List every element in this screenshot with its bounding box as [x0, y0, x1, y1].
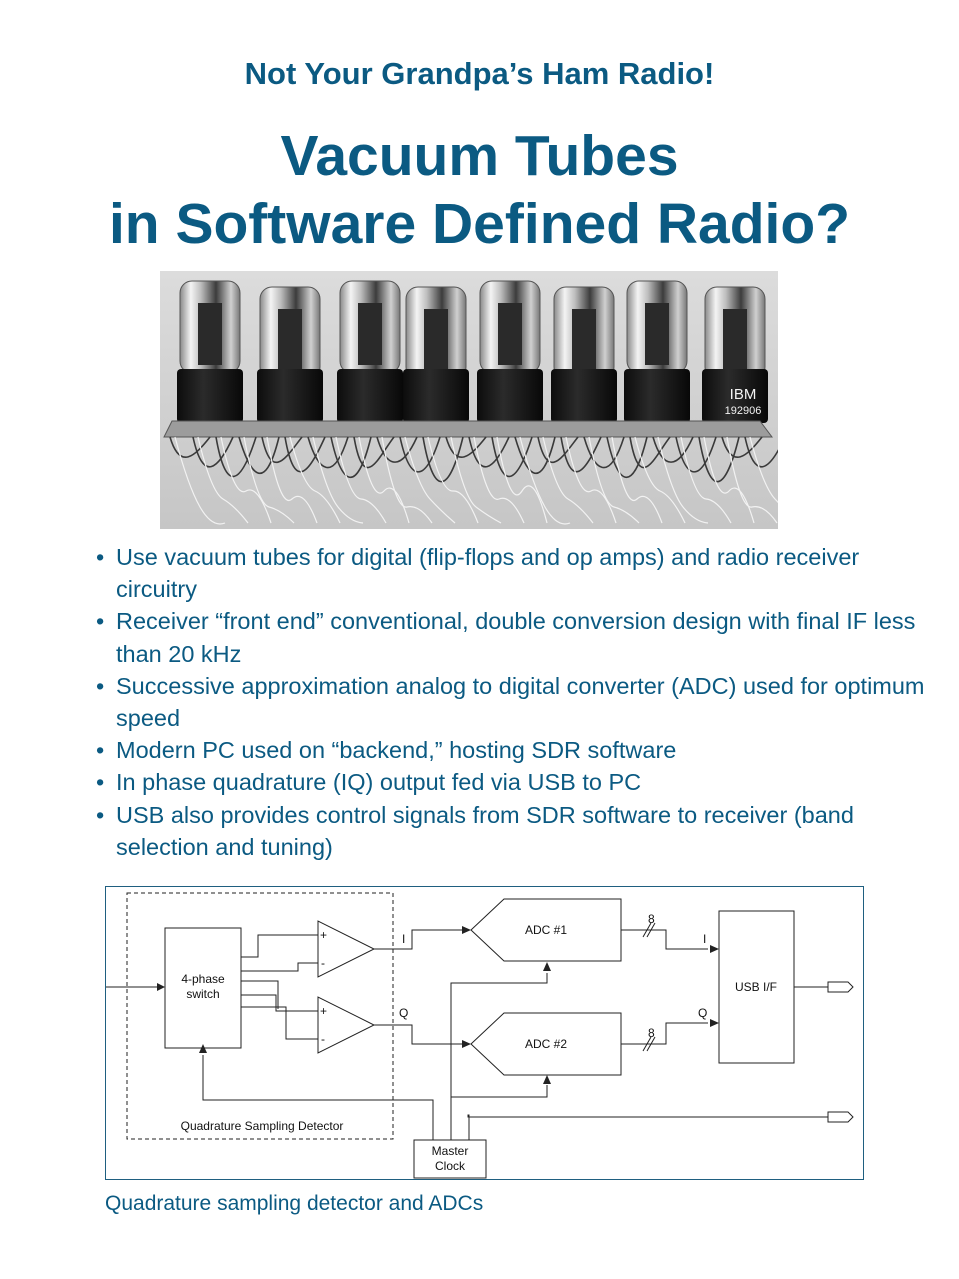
usb-i-label: I — [703, 932, 706, 946]
tube-label-brand: IBM — [730, 386, 757, 403]
vacuum-tubes-photo: IBM 192906 — [160, 271, 778, 529]
control-output-connector — [827, 1111, 854, 1123]
vacuum-tube — [702, 286, 768, 423]
vacuum-tube — [257, 286, 323, 423]
list-item: In phase quadrature (IQ) output fed via … — [96, 766, 926, 798]
list-item: Use vacuum tubes for digital (flip-flops… — [96, 541, 926, 605]
block-diagram-svg: 4-phase switch + - + - I Q ADC #1 ADC #2… — [106, 892, 854, 1179]
master-clock — [413, 1139, 487, 1179]
op-amp-i — [317, 920, 376, 978]
signal-q-label: Q — [399, 1006, 408, 1020]
usb-label: USB I/F — [735, 980, 777, 994]
switch-label-line-2: switch — [186, 987, 219, 1001]
page-title: Vacuum Tubes in Software Defined Radio? — [0, 122, 959, 258]
usb-q-label: Q — [698, 1006, 707, 1020]
title-line-2: in Software Defined Radio? — [108, 192, 851, 256]
list-item: Modern PC used on “backend,” hosting SDR… — [96, 734, 926, 766]
op-amp-i-plus: + — [320, 928, 327, 942]
detector-label: Quadrature Sampling Detector — [181, 1119, 344, 1133]
op-amp-i-minus: - — [321, 956, 325, 970]
bullet-list: Use vacuum tubes for digital (flip-flops… — [96, 541, 926, 863]
bus-width-label-1: 8 — [648, 912, 655, 926]
op-amp-q-plus: + — [320, 1004, 327, 1018]
bus-width-label-2: 8 — [648, 1026, 655, 1040]
block-diagram: 4-phase switch + - + - I Q ADC #1 ADC #2… — [105, 886, 864, 1180]
detector-outline — [126, 892, 394, 1140]
supertitle: Not Your Grandpa’s Ham Radio! — [244, 56, 715, 91]
op-amp-q-minus: - — [321, 1032, 325, 1046]
op-amp-q — [317, 996, 376, 1054]
adc-2-label: ADC #2 — [525, 1037, 567, 1051]
usb-interface — [718, 910, 795, 1064]
tube-label-number: 192906 — [725, 405, 762, 417]
list-item: Successive approximation analog to digit… — [96, 670, 926, 734]
vacuum-tube — [477, 280, 543, 423]
adc-1-label: ADC #1 — [525, 923, 567, 937]
clock-label-line-1: Master — [432, 1144, 469, 1158]
title-line-1: Vacuum Tubes — [280, 124, 679, 188]
signal-i-label: I — [402, 932, 405, 946]
switch-label-line-1: 4-phase — [181, 972, 225, 986]
list-item: Receiver “front end” conventional, doubl… — [96, 605, 926, 669]
vacuum-tube — [337, 280, 403, 423]
figure-caption: Quadrature sampling detector and ADCs — [105, 1192, 484, 1215]
vacuum-tube — [177, 280, 243, 423]
list-item: USB also provides control signals from S… — [96, 799, 926, 863]
clock-label-line-2: Clock — [435, 1159, 466, 1173]
usb-output-connector — [827, 981, 854, 993]
vacuum-tube — [551, 286, 617, 423]
vacuum-tube — [403, 286, 469, 423]
vacuum-tube — [624, 280, 690, 423]
